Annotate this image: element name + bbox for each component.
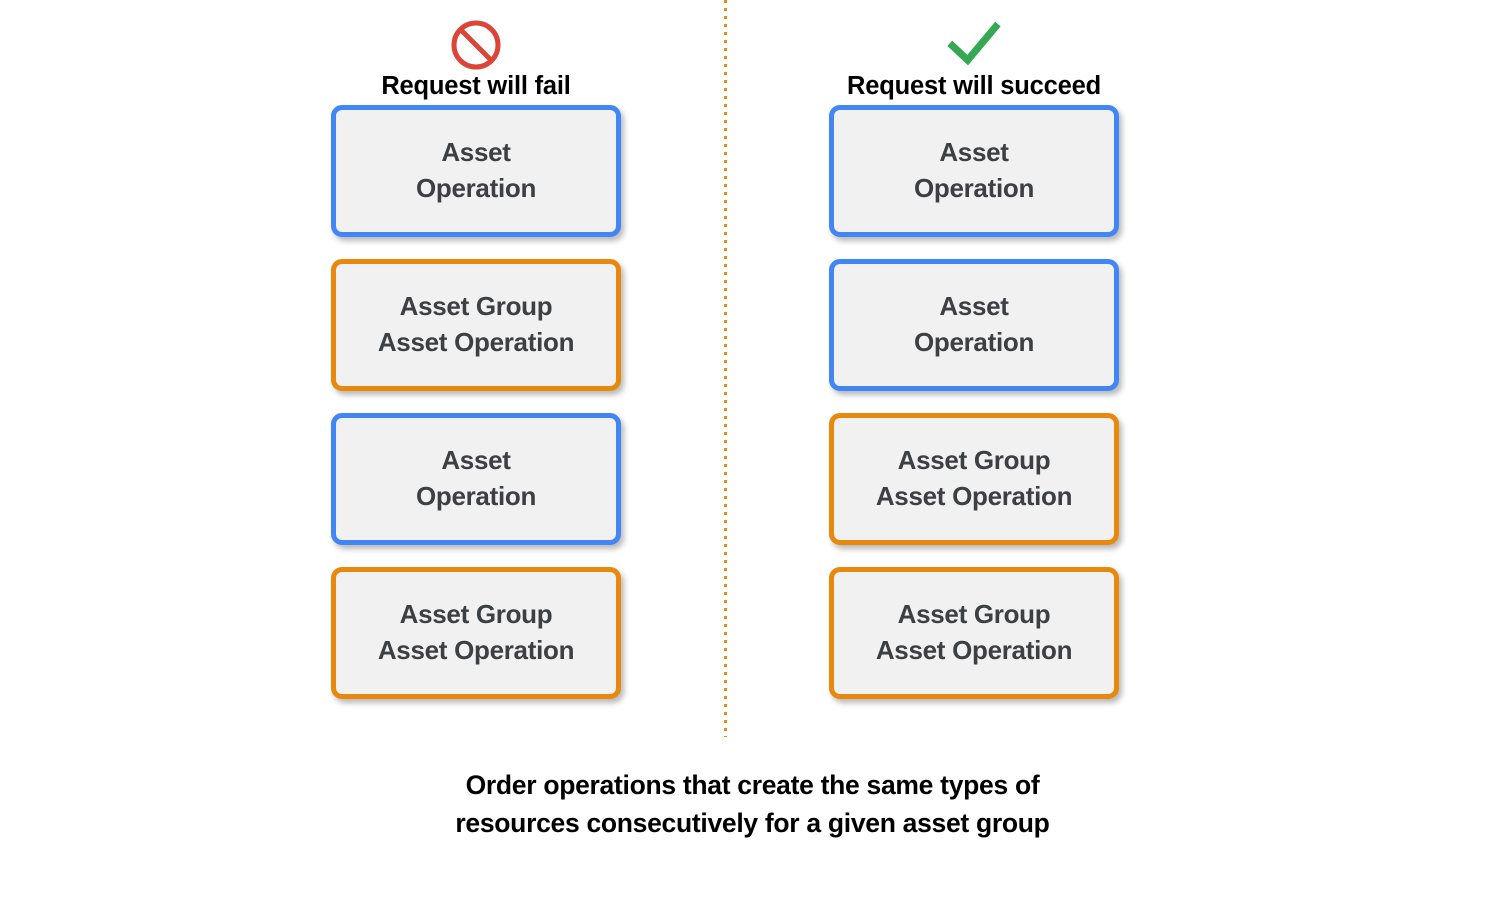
card-asset-operation: Asset Operation (829, 105, 1119, 237)
card-label: Asset Operation (913, 137, 1035, 203)
card-label: Asset Operation (415, 445, 537, 511)
card-asset-operation: Asset Operation (829, 259, 1119, 391)
card-asset-operation: Asset Operation (331, 413, 621, 545)
card-label: Asset Operation (415, 137, 537, 203)
card-asset-group-asset-operation: Asset Group Asset Operation (829, 413, 1119, 545)
column-header-succeed: Request will succeed (847, 0, 1101, 105)
card-asset-group-asset-operation: Asset Group Asset Operation (331, 567, 621, 699)
card-asset-group-asset-operation: Asset Group Asset Operation (331, 259, 621, 391)
card-label: Asset Operation (913, 291, 1035, 357)
card-asset-group-asset-operation: Asset Group Asset Operation (829, 567, 1119, 699)
column-succeed: Request will succeed Asset Operation Ass… (824, 0, 1124, 721)
card-asset-operation: Asset Operation (331, 105, 621, 237)
prohibition-icon (451, 20, 501, 69)
column-fail: Request will fail Asset Operation Asset … (326, 0, 626, 721)
column-title-fail: Request will fail (381, 71, 571, 100)
check-icon (947, 21, 1001, 65)
card-label: Asset Group Asset Operation (875, 599, 1073, 665)
card-label: Asset Group Asset Operation (377, 599, 575, 665)
card-label: Asset Group Asset Operation (377, 291, 575, 357)
card-label: Asset Group Asset Operation (875, 445, 1073, 511)
column-divider (724, 0, 727, 737)
column-title-succeed: Request will succeed (847, 71, 1101, 100)
diagram-caption: Order operations that create the same ty… (455, 770, 1050, 839)
column-header-fail: Request will fail (381, 0, 571, 105)
